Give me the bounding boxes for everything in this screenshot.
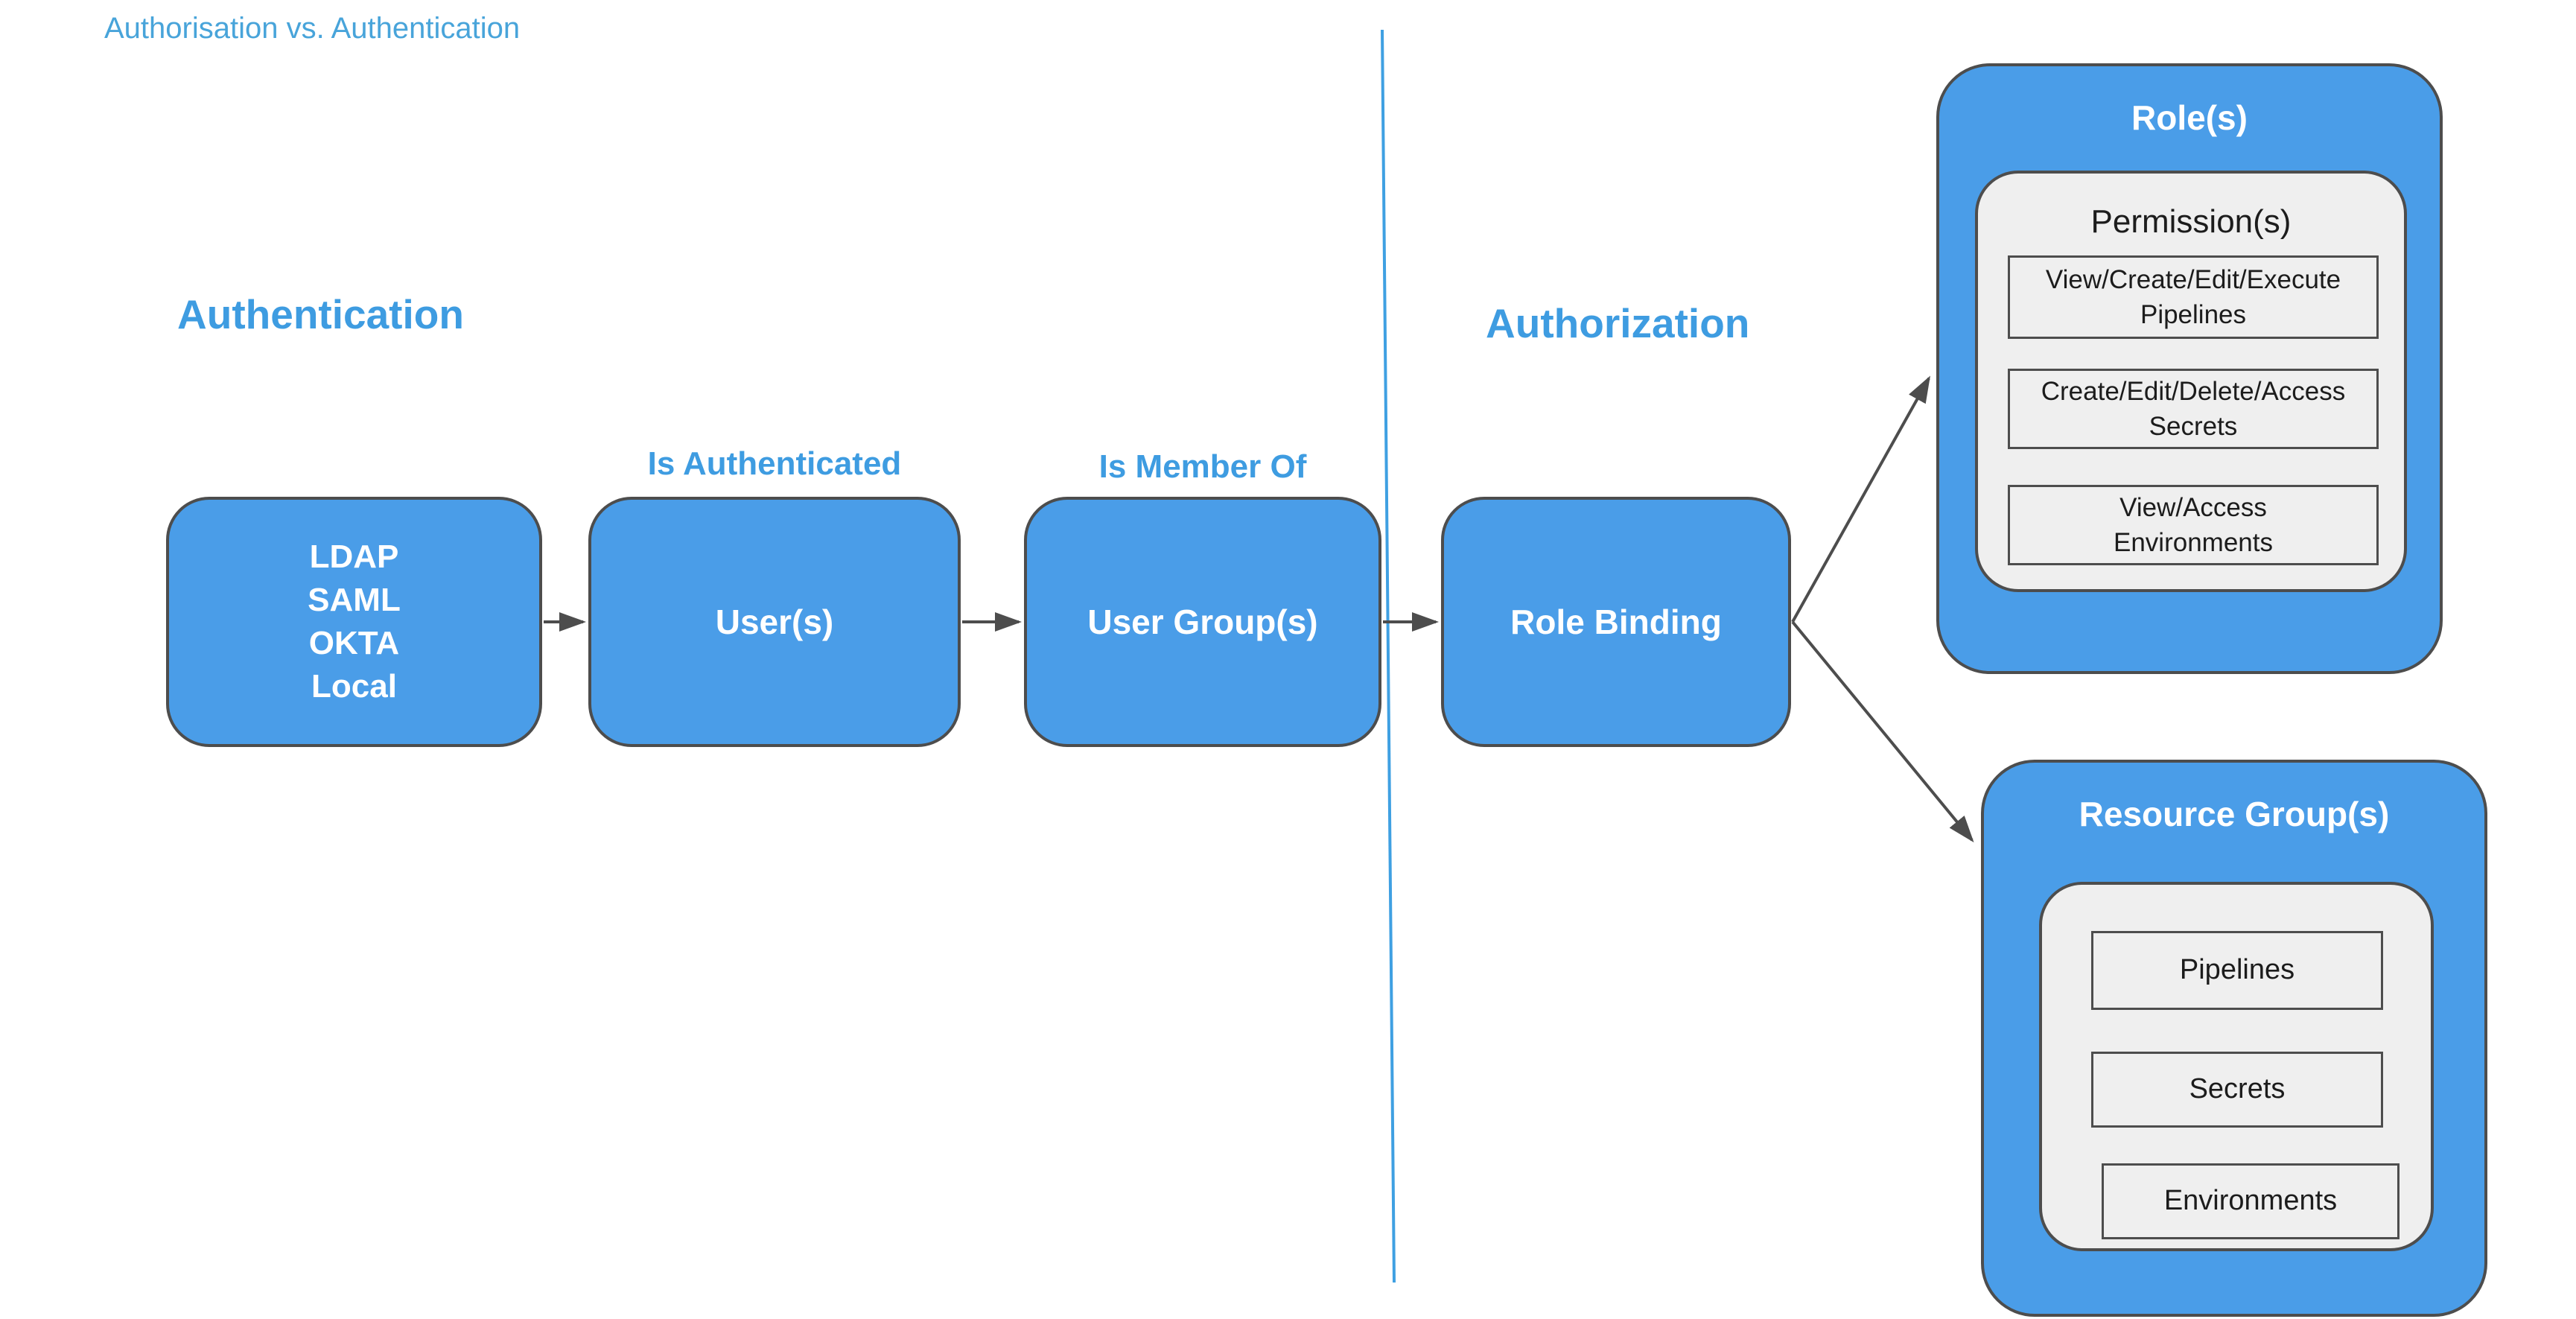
role-binding-label: Role Binding	[1510, 603, 1722, 641]
users-label: User(s)	[715, 603, 834, 641]
node-identity-providers: LDAP SAML OKTA Local	[166, 497, 542, 747]
resources-inner-container: Pipelines Secrets Environments	[2039, 882, 2434, 1251]
roles-container-title: Role(s)	[2131, 98, 2248, 137]
identity-providers-label: LDAP SAML OKTA Local	[308, 538, 401, 705]
section-divider-line	[1381, 29, 1396, 1283]
edge-label-is-member-of: Is Member Of	[1098, 448, 1307, 485]
edge-label-is-authenticated: Is Authenticated	[647, 445, 902, 482]
resource-groups-container: Resource Group(s) Pipelines Secrets Envi…	[1981, 760, 2487, 1317]
resource-item-pipelines: Pipelines	[2091, 931, 2383, 1010]
permission-item-environments: View/Access Environments	[2008, 485, 2379, 565]
authorization-section-heading: Authorization	[1486, 300, 1750, 346]
node-users: User(s)	[588, 497, 961, 747]
authentication-section-heading: Authentication	[177, 291, 464, 337]
node-role-binding: Role Binding	[1441, 497, 1791, 747]
user-groups-label: User Group(s)	[1087, 603, 1318, 641]
resource-item-secrets: Secrets	[2091, 1052, 2383, 1128]
resource-groups-container-title: Resource Group(s)	[2079, 795, 2390, 833]
permission-item-secrets: Create/Edit/Delete/Access Secrets	[2008, 369, 2379, 449]
arrow-role-binding-to-roles	[1791, 375, 1930, 623]
permissions-title: Permission(s)	[2090, 203, 2292, 240]
roles-container: Role(s) Permission(s) View/Create/Edit/E…	[1936, 63, 2443, 674]
page-title: Authorisation vs. Authentication	[104, 12, 521, 45]
permission-item-pipelines: View/Create/Edit/Execute Pipelines	[2008, 255, 2379, 339]
permissions-container: Permission(s) View/Create/Edit/Execute P…	[1975, 171, 2407, 592]
arrow-role-binding-to-resource-groups	[1791, 620, 1974, 843]
node-user-groups: User Group(s)	[1024, 497, 1381, 747]
resource-item-environments: Environments	[2102, 1163, 2400, 1239]
